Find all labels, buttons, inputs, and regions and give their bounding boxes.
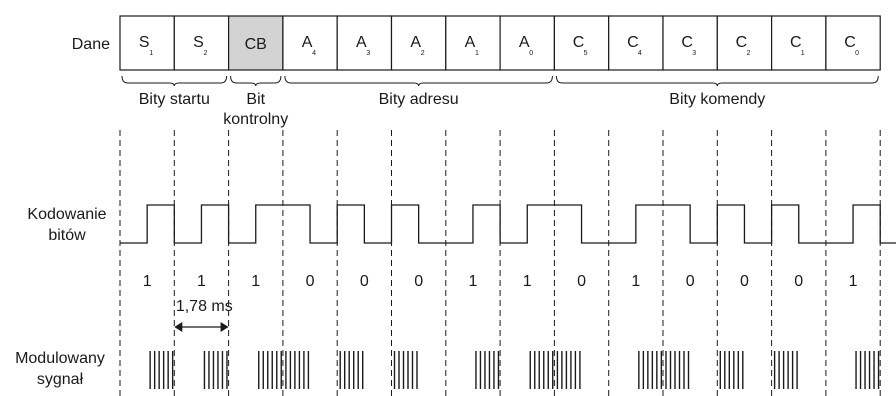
bit-value-label: 1 [523,273,532,290]
group-label: Bity komendy [669,91,765,108]
bit-cell-subscript: 1 [475,50,479,57]
bit-cell-subscript: 1 [149,50,153,57]
bit-cell-subscript: 3 [366,50,370,57]
bit-cell [716,15,773,71]
bit-cell-subscript: 2 [421,50,425,57]
group-brace [230,75,282,87]
bit-cell-label: S [193,34,204,51]
bit-value-label: 0 [740,273,749,290]
bit-cell [445,15,501,71]
group-label: kontrolny [223,111,288,128]
group-label: Bit [246,91,265,108]
bit-cell-label: CB [245,36,267,53]
bit-cell-label: S [139,34,150,51]
bit-cell-subscript: 1 [801,50,805,57]
bit-value-label: 1 [197,273,206,290]
bit-cell [825,15,881,71]
bit-value-label: 1 [631,273,640,290]
bit-value-label: 0 [577,273,586,290]
group-brace [121,75,228,87]
bit-cell-subscript: 2 [746,50,750,57]
bit-cell-label: A [302,34,313,51]
bit-cell-label: A [356,34,367,51]
bit-coding-label: bitów [48,227,86,244]
arrow-head-left [174,322,183,332]
bit-cell-label: A [519,34,530,51]
bit-cell-label: C [844,34,856,51]
bit-period-label: 1,78 ms [176,298,233,315]
bit-cell-subscript: 0 [855,50,859,57]
bit-cell [770,15,827,71]
bit-cell-label: A [465,34,476,51]
group-brace [284,75,553,87]
bit-cell-subscript: 5 [584,50,588,57]
bit-coding-label: Kodowanie [27,206,106,223]
bit-cell-label: C [573,34,585,51]
group-label: Bity adresu [379,91,459,108]
bit-value-label: 0 [360,273,369,290]
bit-cell-label: C [790,34,802,51]
bit-value-label: 1 [468,273,477,290]
group-label: Bity startu [139,91,210,108]
bit-cell [608,15,664,71]
bit-cell [553,15,610,71]
bit-value-label: 1 [143,273,152,290]
group-brace [555,75,879,87]
bit-cell-subscript: 0 [529,50,533,57]
bit-cell [499,15,556,71]
bit-value-label: 0 [794,273,803,290]
bit-cell [390,15,447,71]
bit-value-label: 0 [414,273,423,290]
bit-value-label: 0 [686,273,695,290]
bit-cell-subscript: 3 [692,50,696,57]
bit-cell-label: C [681,34,693,51]
bit-cell [228,15,284,71]
bit-cell-subscript: 2 [203,50,207,57]
bit-value-label: 0 [306,273,315,290]
coded-waveform [120,204,896,244]
bit-cell-label: C [736,34,748,51]
bit-value-label: 1 [251,273,260,290]
bit-cell-subscript: 4 [638,50,642,57]
bit-cell-label: A [410,34,421,51]
bit-value-label: 1 [849,273,858,290]
bit-cell [119,15,175,71]
bit-cell [173,15,230,71]
data-row-label: Dane [72,36,110,53]
bit-cell-subscript: 4 [312,50,316,57]
modulated-signal-label: sygnał [37,371,84,388]
bit-cell [336,15,393,71]
arrow-head-right [220,322,229,332]
bit-cell-label: C [627,34,639,51]
modulated-signal-label: Modulowany [15,350,105,367]
